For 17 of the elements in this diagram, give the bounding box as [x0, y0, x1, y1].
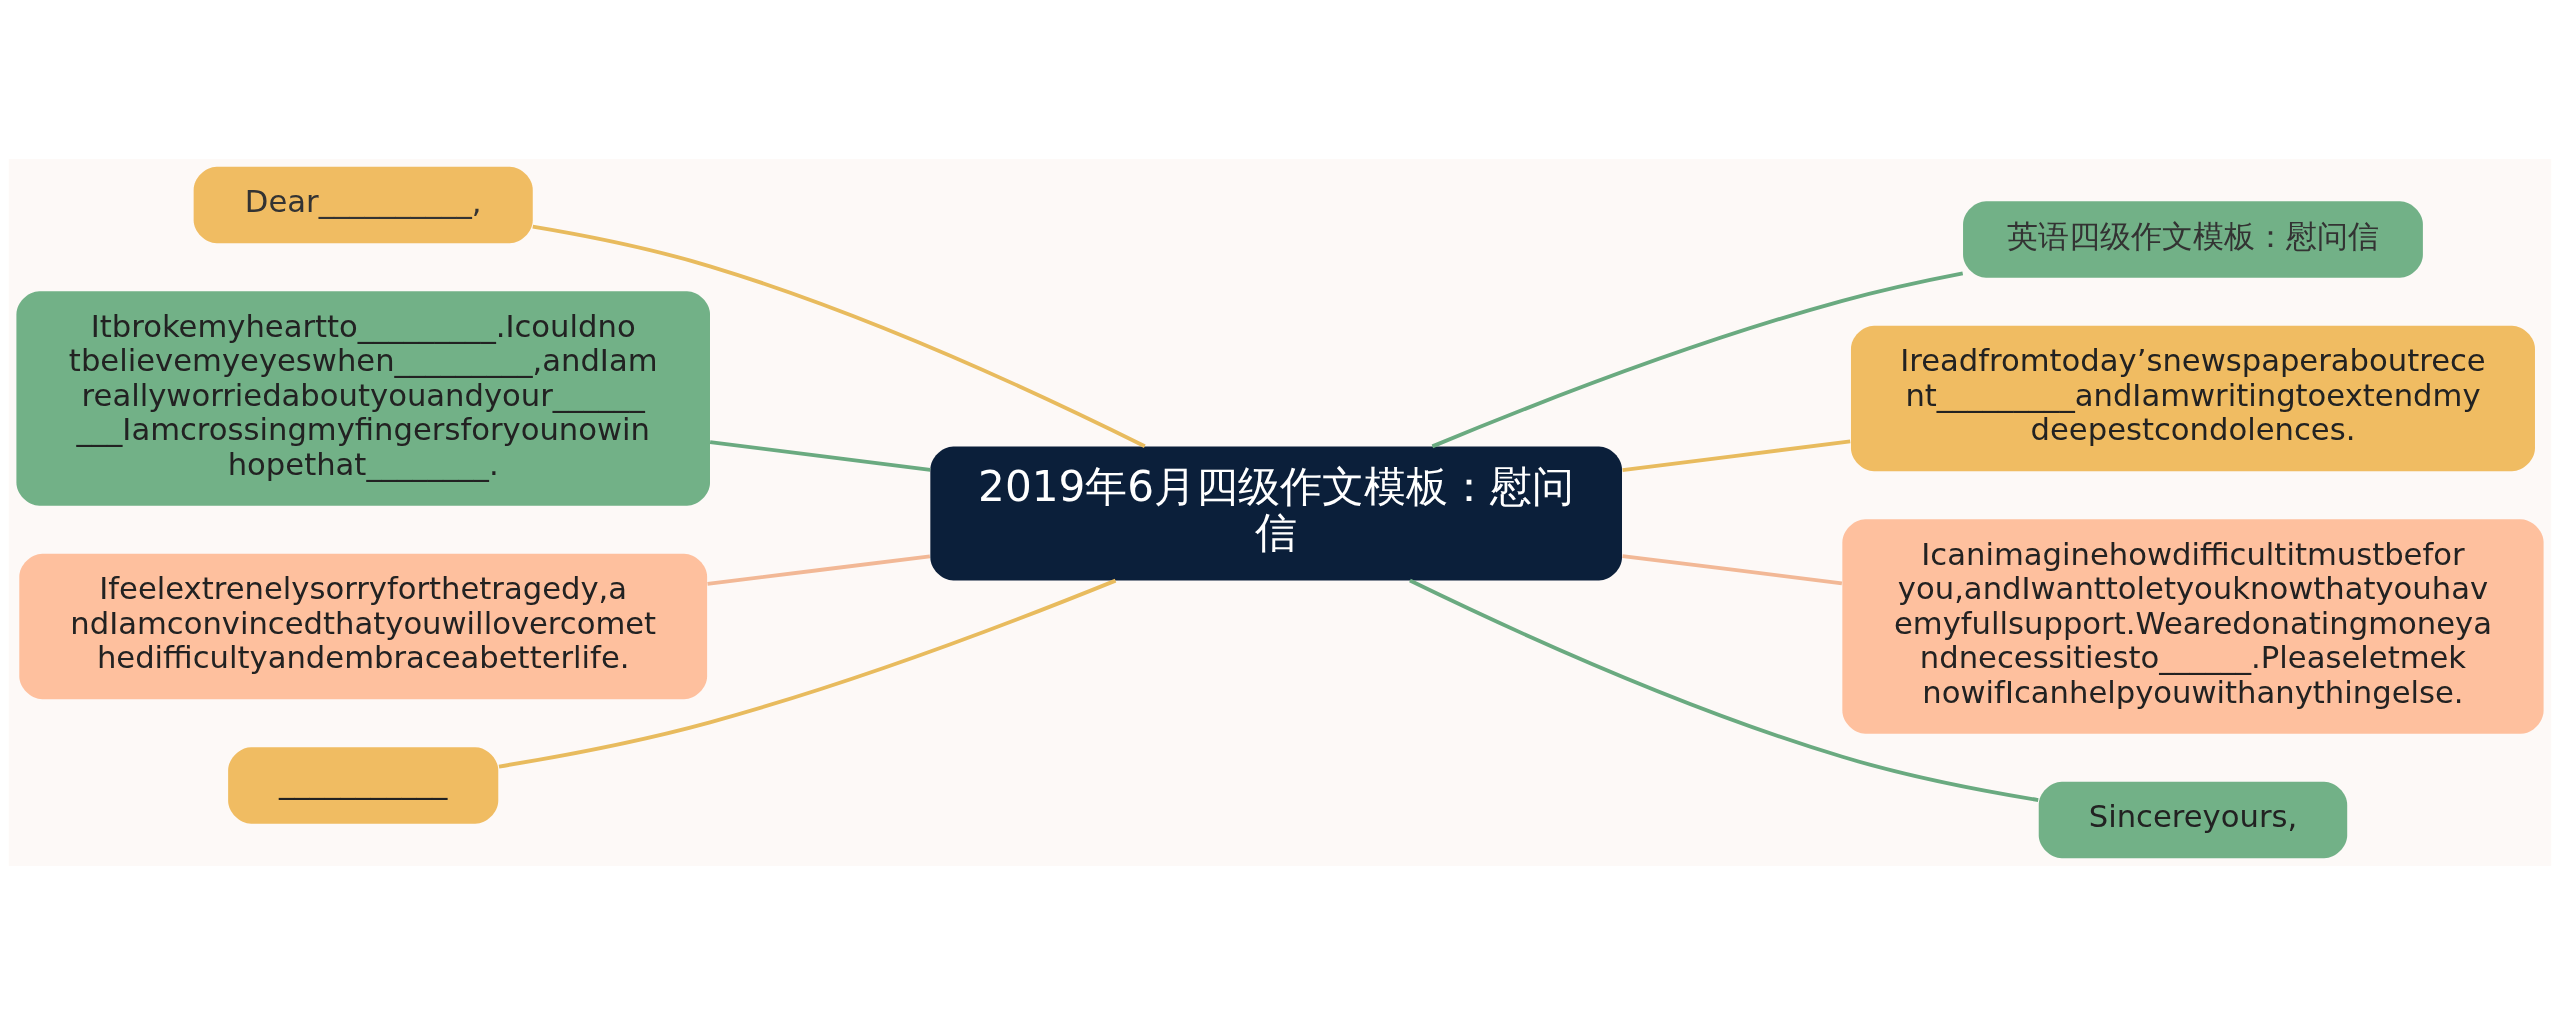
node-box: Sincereyours,	[2038, 781, 2348, 859]
connector	[1431, 271, 1964, 449]
node-box: Dear__________,	[193, 166, 533, 244]
node-box: ___________	[228, 747, 499, 824]
connector	[532, 224, 1146, 448]
connector	[1622, 439, 1851, 472]
node-box: 英语四级作文模板：慰问信	[1963, 201, 2423, 278]
node-box: Itbrokemyheartto_________.Icouldnotbelievemyeyeswhen_________,andIamreallyworriedaboutyouandyour_________Iamcrossingmyfingersforyounowinhopethat________.	[16, 291, 710, 506]
connector	[1409, 578, 2039, 802]
node-box: Ifeelextrenelysorryforthetragedy,andIamconvincedthatyouwillovercomethedifficultyandembraceabetterlife.	[19, 553, 708, 700]
connector	[498, 578, 1117, 769]
connector	[707, 554, 931, 586]
connector	[709, 440, 931, 472]
node-box: 2019年6月四级作文模板：慰问信	[930, 446, 1622, 581]
node-box: Icanimaginehowdifficultitmustbeforyou,andIwanttoletyouknowthatyouhavemyfullsupport.Wearedonatingmoneyandnecessitiesto______.PleaseletmeknowifIcanhelpyouwithanythingelse.	[1842, 519, 2544, 734]
connector	[1622, 554, 1843, 586]
node-box: Ireadfromtoday’snewspaperaboutrecent_________andIamwritingtoextendmydeepestcondolences.	[1850, 325, 2535, 472]
